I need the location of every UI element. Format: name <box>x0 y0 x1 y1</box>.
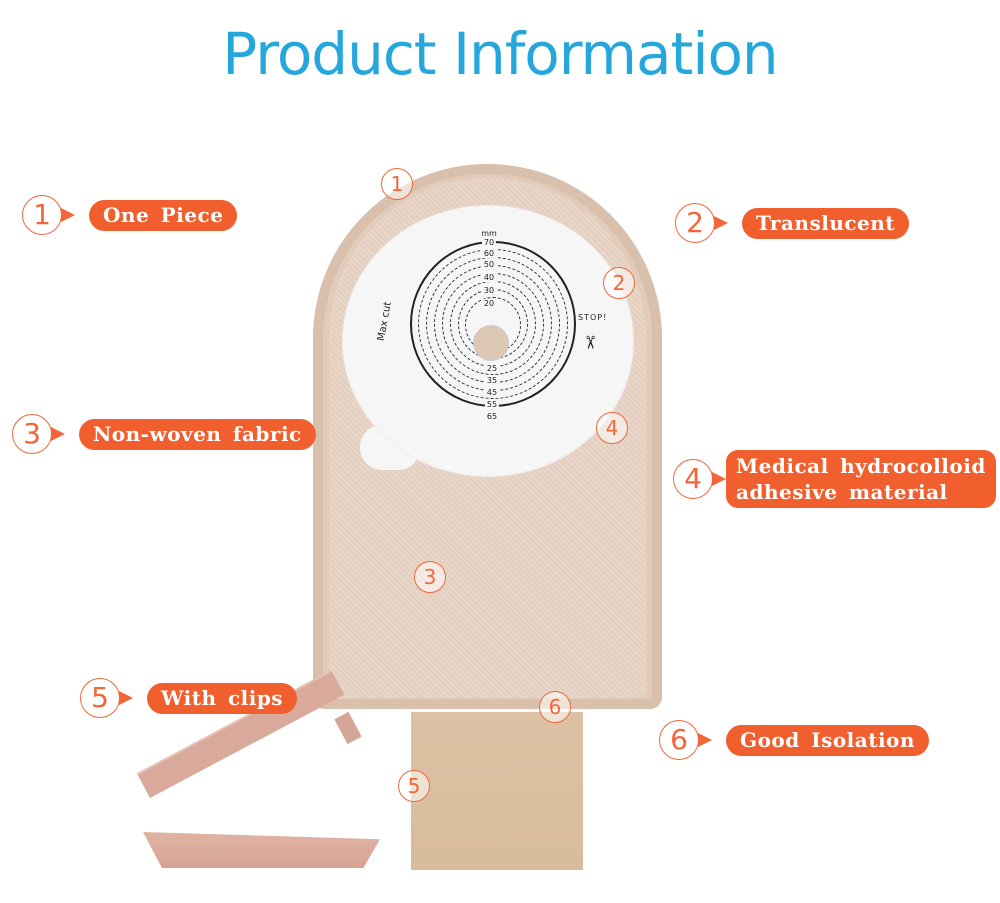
feature-label: One Piece <box>89 199 238 231</box>
number-badge: 3 <box>12 414 52 454</box>
callout-1: 1 One Piece <box>22 195 238 235</box>
scale-label: 40 <box>481 273 497 282</box>
unit-label: mm <box>479 229 499 238</box>
arrow-right-icon <box>712 472 726 486</box>
arrow-right-icon <box>61 208 75 222</box>
arrow-right-icon <box>714 216 728 230</box>
scale-label: 35 <box>484 376 500 385</box>
marker-2: 2 <box>603 267 635 299</box>
feature-label-line: Medical hydrocolloid <box>736 454 986 478</box>
scale-label: 50 <box>481 260 497 269</box>
marker-1: 1 <box>381 168 413 200</box>
scale-label: 55 <box>484 400 500 409</box>
pouch-drain-tail <box>411 712 583 870</box>
number-badge: 5 <box>80 678 120 718</box>
stop-label: STOP! <box>578 313 608 322</box>
marker-3: 3 <box>414 561 446 593</box>
number-badge: 1 <box>22 195 62 235</box>
callout-4: 4 Medical hydrocolloid adhesive material <box>673 450 996 508</box>
feature-label: Good Isolation <box>726 724 929 756</box>
callout-2: 2 Translucent <box>675 203 910 243</box>
clip-bottom-arm <box>143 832 380 868</box>
arrow-right-icon <box>51 427 65 441</box>
number-badge: 6 <box>659 720 699 760</box>
marker-4: 4 <box>596 412 628 444</box>
stoma-hole <box>473 325 509 361</box>
callout-6: 6 Good Isolation <box>659 720 929 760</box>
feature-label: Translucent <box>742 207 910 239</box>
callout-5: 5 With clips <box>80 678 298 718</box>
feature-label-line: adhesive material <box>736 480 948 504</box>
marker-6: 6 <box>539 691 571 723</box>
scale-label: 60 <box>481 249 497 258</box>
page-title: Product Information <box>222 20 778 88</box>
scale-label: 25 <box>484 364 500 373</box>
feature-label: With clips <box>147 682 298 714</box>
clip-hook <box>334 711 362 745</box>
number-badge: 2 <box>675 203 715 243</box>
scale-label: 20 <box>481 299 497 308</box>
arrow-right-icon <box>119 691 133 705</box>
scissors-icon: ✂ <box>579 334 601 351</box>
feature-label: Medical hydrocolloid adhesive material <box>726 450 996 508</box>
scale-label: 65 <box>484 412 500 421</box>
scale-label: 45 <box>484 388 500 397</box>
number-badge: 4 <box>673 459 713 499</box>
arrow-right-icon <box>698 733 712 747</box>
scale-label: 30 <box>481 286 497 295</box>
feature-label: Non-woven fabric <box>79 418 316 450</box>
scale-label: 70 <box>481 238 497 247</box>
callout-3: 3 Non-woven fabric <box>12 414 316 454</box>
marker-5: 5 <box>398 770 430 802</box>
